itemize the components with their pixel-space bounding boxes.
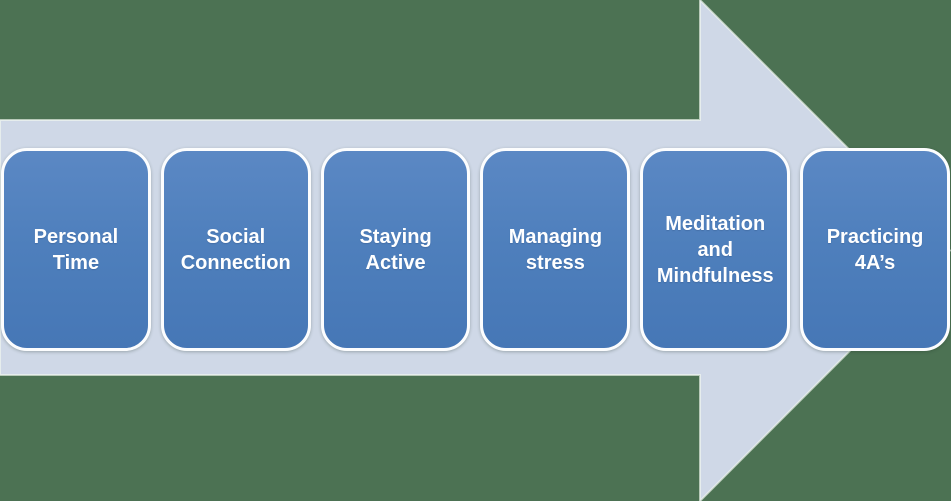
step-box-staying-active: Staying Active: [320, 148, 471, 351]
step-box-social-connection: Social Connection: [160, 148, 311, 351]
step-box-meditation-mindfulness: Meditation and Mindfulness: [640, 148, 791, 351]
step-label-meditation-mindfulness: Meditation and Mindfulness: [656, 212, 774, 287]
step-label-social-connection: Social Connection: [180, 225, 291, 274]
process-steps-row: Personal Time Social Connection Staying …: [1, 148, 950, 351]
step-label-practicing-4as: Practicing 4A’s: [826, 225, 924, 274]
step-label-managing-stress: Managing stress: [508, 225, 603, 274]
step-box-managing-stress: Managing stress: [480, 148, 631, 351]
step-label-staying-active: Staying Active: [359, 225, 432, 274]
step-box-personal-time: Personal Time: [1, 148, 151, 351]
step-label-personal-time: Personal Time: [33, 225, 119, 274]
step-box-practicing-4as: Practicing 4A’s: [800, 148, 950, 351]
